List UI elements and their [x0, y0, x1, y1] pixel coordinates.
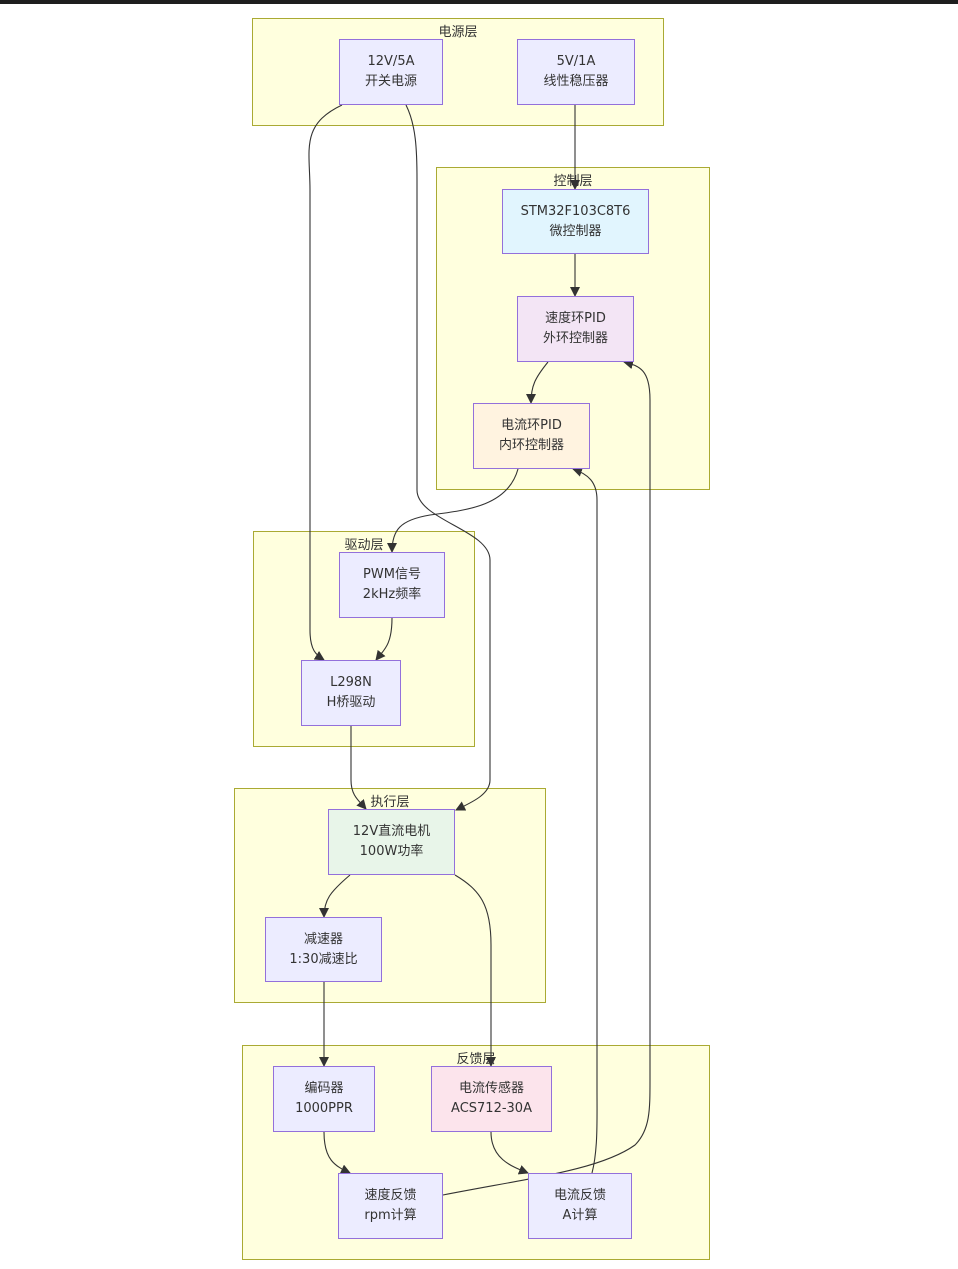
node-h-bridge-driver: L298N H桥驱动	[301, 660, 401, 726]
edge-psu-driver	[308, 104, 343, 661]
node-line-1: L298N	[330, 675, 372, 690]
edge-speedpid-currentpid	[526, 361, 549, 404]
node-line-2: rpm计算	[364, 1208, 417, 1223]
node-line-2: 外环控制器	[542, 331, 608, 346]
group-title: 电源层	[438, 25, 478, 40]
group-title: 反馈层	[456, 1052, 496, 1067]
node-line-2: 开关电源	[364, 74, 417, 89]
node-line-2: 微控制器	[549, 223, 602, 239]
node-encoder: 编码器 1000PPR	[273, 1066, 375, 1132]
group-title: 执行层	[370, 795, 410, 810]
group-title: 驱动层	[344, 538, 384, 553]
node-current-sensor: 电流传感器 ACS712-30A	[431, 1066, 552, 1132]
window-top-bar	[0, 0, 958, 4]
node-line-2: 线性稳压器	[543, 74, 609, 89]
edge-currentsensor-currentfb	[490, 1131, 529, 1175]
node-line-1: 电流环PID	[501, 418, 562, 433]
group-power-layer: 电源层	[252, 18, 664, 126]
edge-pwm-driver	[375, 617, 393, 661]
node-line-1: 速度环PID	[545, 311, 606, 326]
node-dc-motor: 12V直流电机 100W功率	[328, 809, 455, 875]
node-current-pid: 电流环PID 内环控制器	[473, 403, 590, 469]
node-line-2: 2kHz频率	[362, 587, 422, 602]
edge-motor-gearbox	[319, 874, 351, 918]
node-line-1: 电流反馈	[553, 1188, 606, 1203]
node-line-1: 编码器	[304, 1081, 344, 1096]
node-line-1: 12V/5A	[367, 54, 415, 69]
node-speed-pid: 速度环PID 外环控制器	[517, 296, 634, 362]
node-line-1: 减速器	[303, 931, 343, 947]
edge-currentpid-pwm	[387, 468, 519, 553]
node-line-1: STM32F103C8T6	[520, 203, 631, 219]
node-line-2: ACS712-30A	[451, 1101, 532, 1116]
edge-psu-motor	[405, 104, 491, 811]
node-line-1: 速度反馈	[364, 1188, 417, 1203]
node-current-feedback: 电流反馈 A计算	[528, 1173, 632, 1239]
node-gearbox: 减速器 1:30减速比	[265, 917, 382, 982]
node-line-2: 100W功率	[359, 844, 424, 859]
edge-encoder-speedfb	[323, 1131, 351, 1174]
edge-driver-motor	[350, 726, 367, 810]
node-speed-feedback: 速度反馈 rpm计算	[338, 1173, 443, 1239]
edge-motor-currentsensor	[454, 874, 496, 1067]
edge-currentfb-currentpid	[572, 467, 598, 1174]
node-line-1: 12V直流电机	[352, 824, 431, 839]
node-line-2: A计算	[562, 1208, 598, 1223]
node-switching-power-supply: 12V/5A 开关电源	[339, 39, 443, 105]
node-line-2: 内环控制器	[498, 438, 564, 453]
node-linear-regulator: 5V/1A 线性稳压器	[517, 39, 635, 105]
node-line-1: 电流传感器	[458, 1081, 524, 1096]
node-line-2: H桥驱动	[326, 695, 376, 710]
node-line-1: PWM信号	[363, 567, 421, 582]
node-microcontroller: STM32F103C8T6 微控制器	[502, 189, 649, 254]
node-line-2: 1000PPR	[295, 1101, 353, 1116]
node-line-1: 5V/1A	[556, 54, 596, 69]
node-pwm-signal: PWM信号 2kHz频率	[339, 552, 445, 618]
node-line-2: 1:30减速比	[289, 951, 358, 967]
